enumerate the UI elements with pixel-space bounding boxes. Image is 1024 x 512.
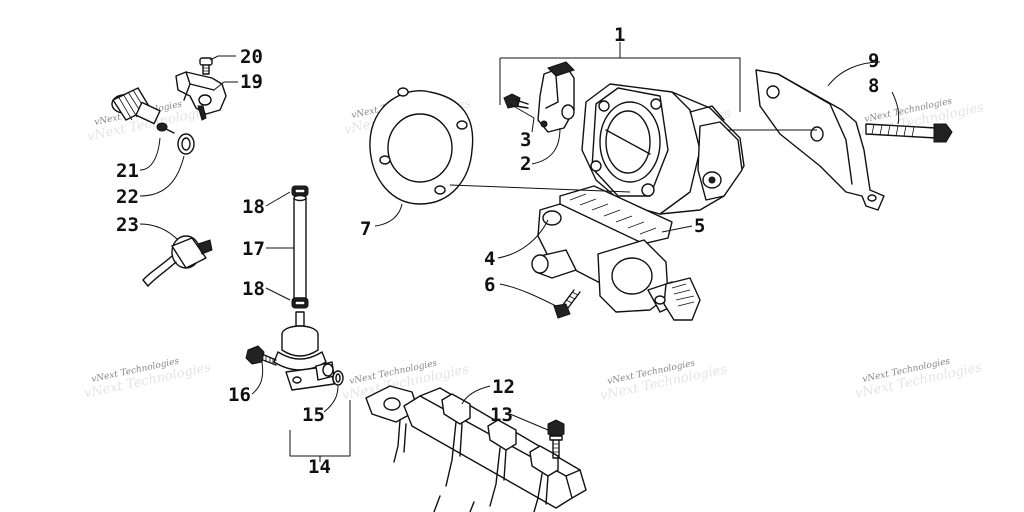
part-sensor-21 — [111, 87, 175, 134]
callout-21: 21 — [116, 160, 139, 182]
part-bracket-19 — [175, 71, 227, 121]
callout-15: 15 — [302, 404, 325, 426]
part-screw-6 — [553, 289, 581, 319]
callout-1: 1 — [614, 24, 625, 46]
part-iac-4 — [531, 203, 701, 321]
callout-20: 20 — [240, 46, 263, 68]
part-screw-20 — [199, 57, 213, 75]
part-bolt-8 — [865, 123, 953, 143]
callout-22: 22 — [116, 186, 139, 208]
part-gasket-7 — [369, 87, 474, 205]
part-oring-15 — [332, 370, 344, 386]
part-hose-17 — [293, 194, 307, 299]
part-sensor-2 — [537, 61, 575, 133]
callout-16: 16 — [228, 384, 251, 406]
callout-18-bottom: 18 — [242, 278, 265, 300]
callout-14: 14 — [308, 456, 331, 478]
callout-18-top: 18 — [242, 196, 265, 218]
callout-17: 17 — [242, 238, 265, 260]
callout-7: 7 — [360, 218, 371, 240]
callout-3: 3 — [520, 129, 531, 151]
part-bolt-16 — [245, 345, 277, 366]
part-washer-22 — [177, 133, 195, 155]
part-screw-3 — [503, 93, 529, 109]
part-clamp-18-top — [291, 185, 309, 197]
callout-19: 19 — [240, 71, 263, 93]
leader-lines — [139, 42, 900, 462]
part-regulator — [273, 311, 335, 391]
callout-4: 4 — [484, 248, 495, 270]
callout-23: 23 — [116, 214, 139, 236]
part-throttle-body-1 — [581, 83, 745, 215]
callout-labels: 1 2 3 4 5 6 7 8 9 12 13 14 15 16 17 18 1… — [116, 24, 879, 478]
callout-9: 9 — [868, 50, 879, 72]
part-clamp-18-bottom — [291, 297, 309, 309]
callout-5: 5 — [694, 215, 705, 237]
callout-2: 2 — [520, 153, 531, 175]
part-bolt-13 — [547, 419, 565, 459]
callout-8: 8 — [868, 75, 879, 97]
part-fuel-rail-12 — [365, 385, 587, 512]
callout-6: 6 — [484, 274, 495, 296]
part-sensor-23 — [142, 235, 213, 287]
callout-13: 13 — [490, 404, 513, 426]
callout-12: 12 — [492, 376, 515, 398]
